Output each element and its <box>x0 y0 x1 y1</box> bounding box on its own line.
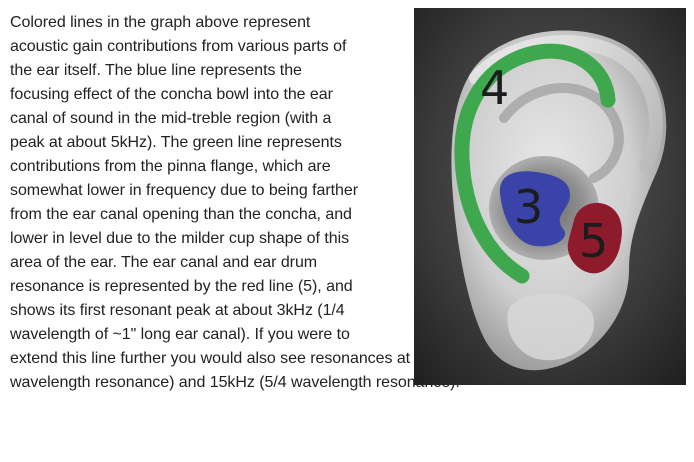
text-line: lower in level due to the milder cup sha… <box>10 230 350 247</box>
pinna-flange-highlight <box>454 43 616 284</box>
text-line: area of the ear. The ear canal and ear d… <box>10 254 318 271</box>
concha-highlight <box>499 171 570 247</box>
text-line: from the ear canal opening than the conc… <box>10 206 352 223</box>
text-line: contributions from the pinna flange, whi… <box>10 158 331 175</box>
ear-lobe <box>507 293 595 361</box>
text-line: wavelength of ~1" long ear canal). If yo… <box>10 326 350 343</box>
text-line: shows its first resonant peak at about 3… <box>10 302 345 319</box>
ear-canal-highlight <box>567 202 622 274</box>
text-line: extend this line further you would also … <box>10 350 527 367</box>
text-line: acoustic gain contributions from various… <box>10 38 347 55</box>
text-line: focusing effect of the concha bowl into … <box>10 86 333 103</box>
ear-figure: 4 3 5 <box>414 8 686 385</box>
concha-label: 3 <box>514 180 543 234</box>
ear-illustration: 4 3 5 <box>414 8 686 385</box>
text-line: resonance is represented by the red line… <box>10 278 353 295</box>
text-line: Colored lines in the graph above represe… <box>10 14 311 31</box>
text-line: canal of sound in the mid-treble region … <box>10 110 332 127</box>
text-line: somewhat lower in frequency due to being… <box>10 182 359 199</box>
antihelix-fold <box>499 83 624 183</box>
text-line: wavelength resonance) and 15kHz (5/4 wav… <box>10 374 460 391</box>
pinna-label: 4 <box>480 61 509 115</box>
text-line: peak at about 5kHz). The green line repr… <box>10 134 342 151</box>
canal-label: 5 <box>579 214 608 268</box>
text-line: the ear itself. The blue line represents… <box>10 62 302 79</box>
